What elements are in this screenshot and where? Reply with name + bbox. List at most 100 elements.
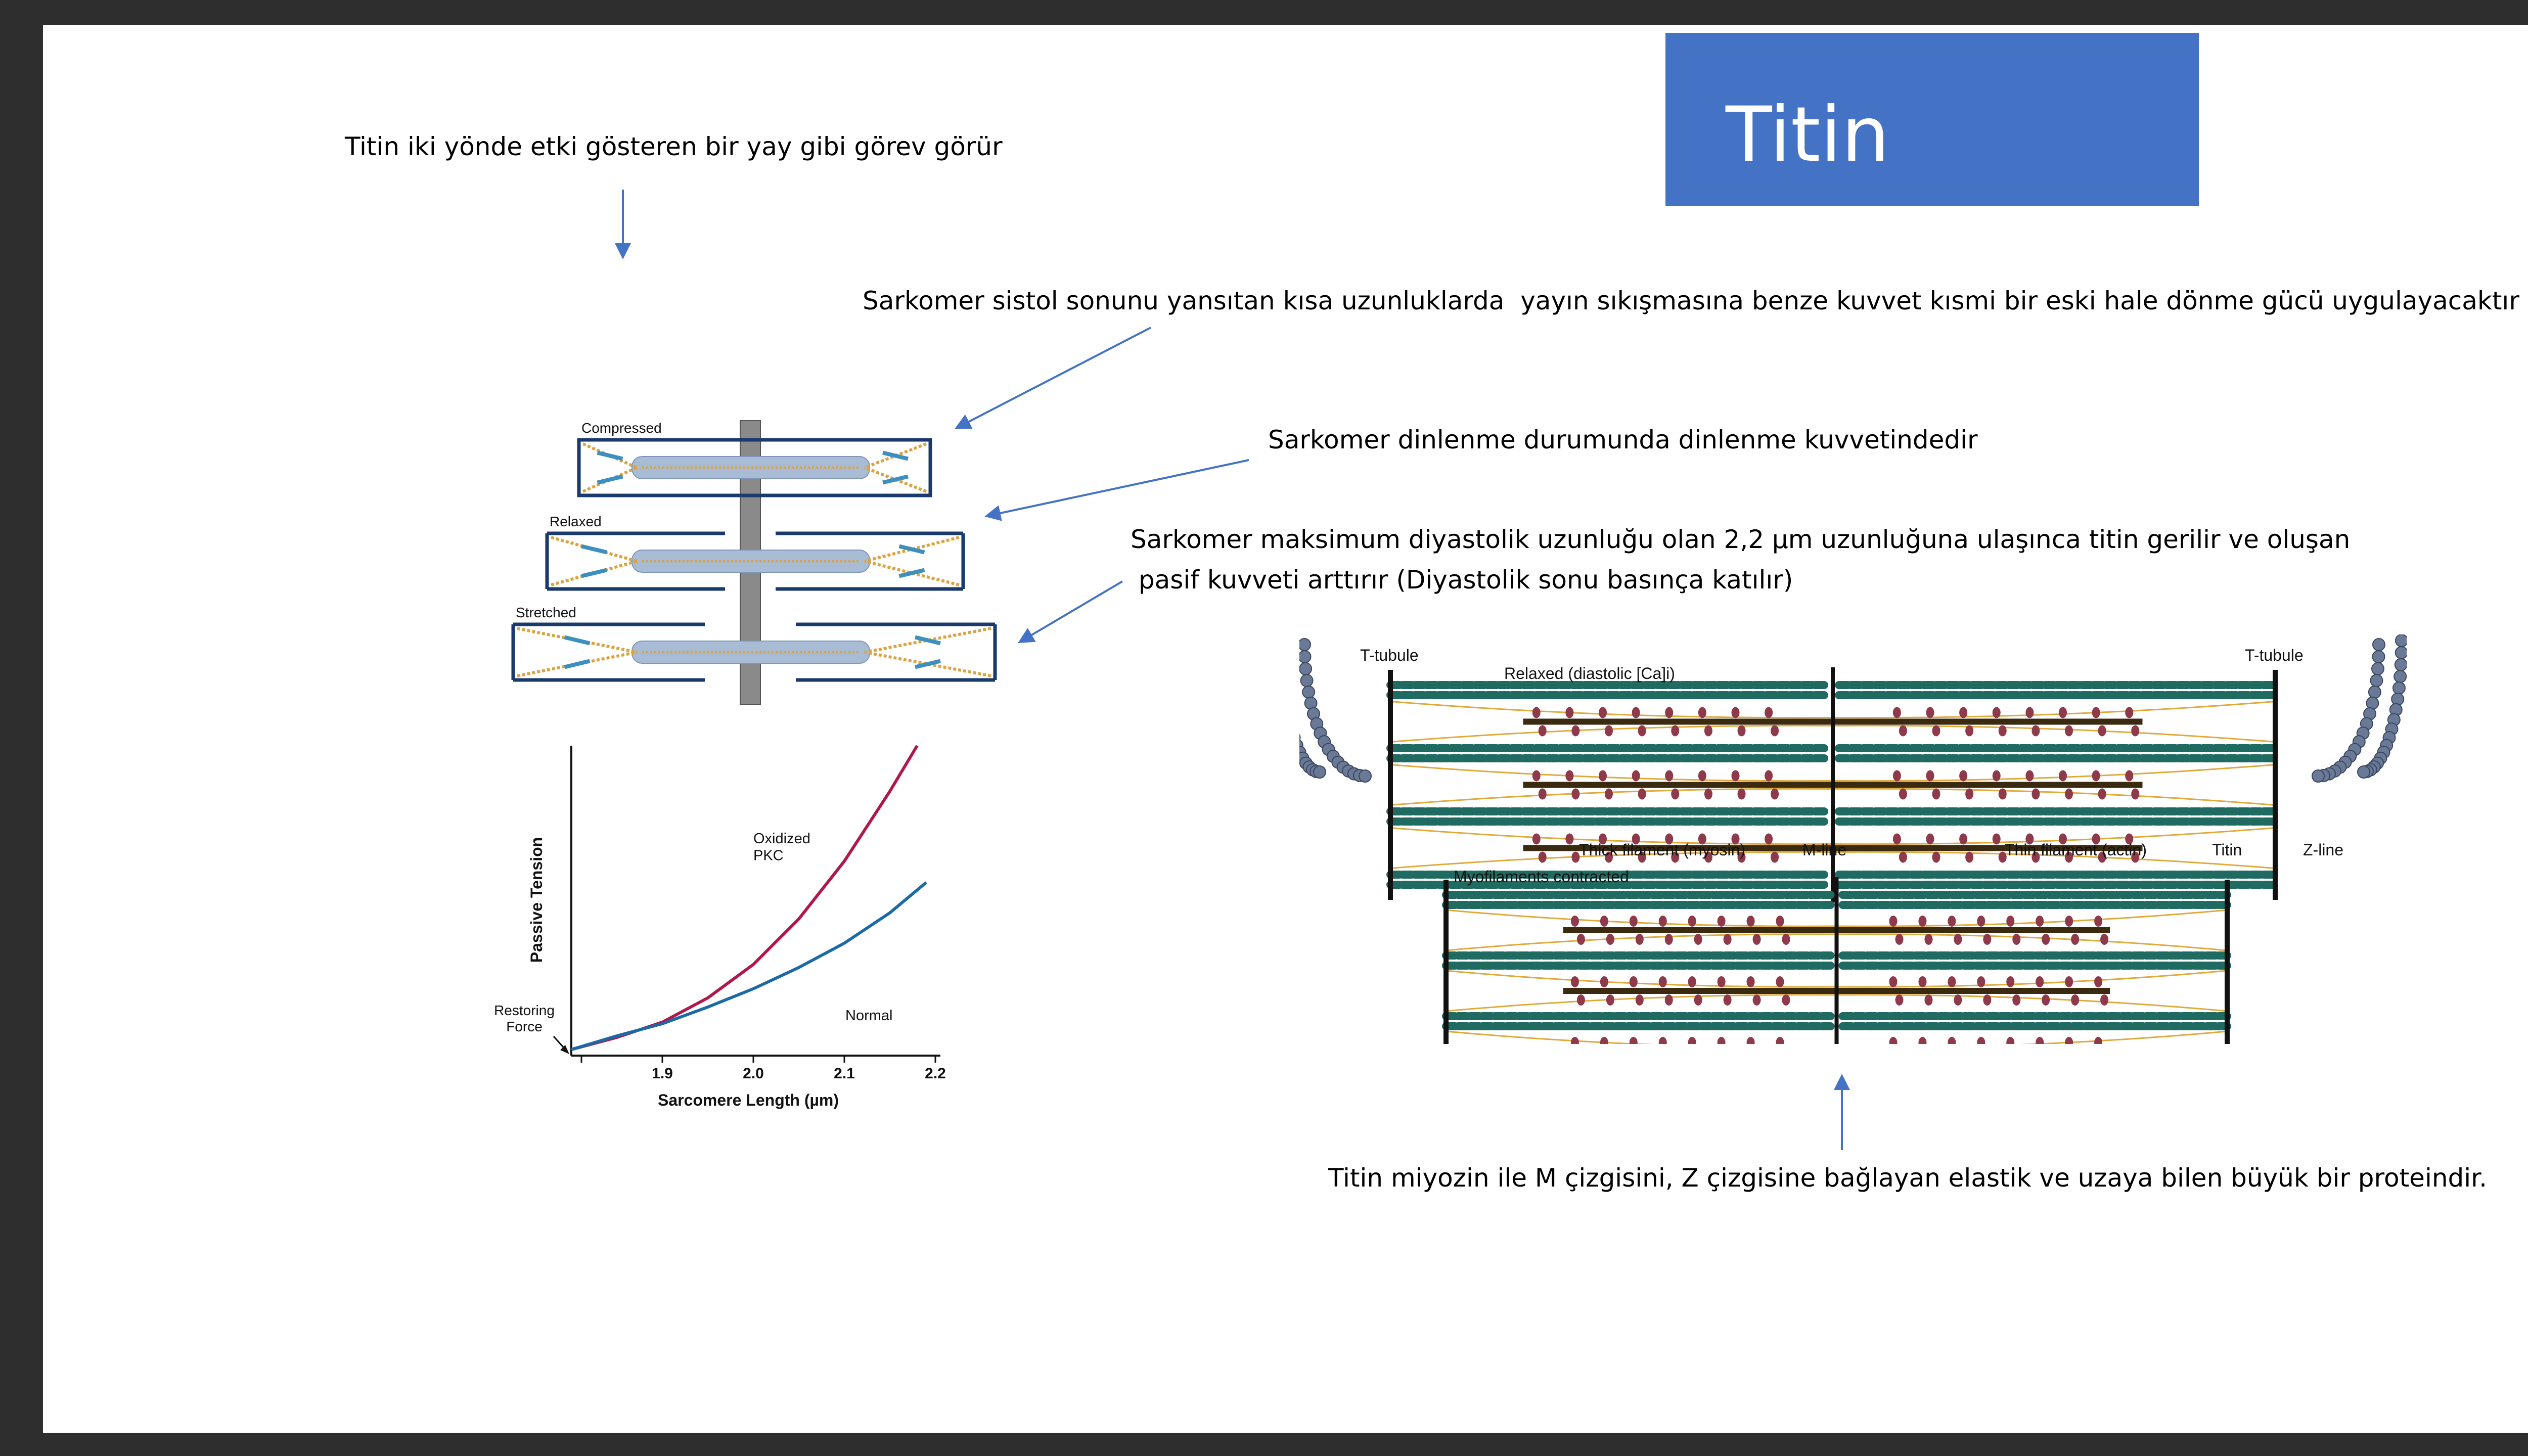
titin-pevk-segment [915, 635, 941, 646]
annotation-arrowhead [560, 1045, 569, 1054]
myosin-head [1932, 851, 1940, 863]
myosin-head [1629, 1037, 1638, 1044]
myosin-head [1635, 934, 1644, 945]
myosin-head [1977, 976, 1985, 987]
myosin-head [1605, 788, 1613, 800]
myosin-head [1746, 976, 1755, 987]
myosin-head [1632, 833, 1640, 845]
myosin-head [2012, 934, 2021, 945]
x-axis-title: Sarcomere Length (µm) [658, 1091, 839, 1109]
myosin-head [1606, 934, 1614, 945]
tubule-vesicle [2372, 650, 2385, 663]
myosin-head [2032, 788, 2040, 800]
myosin-head [2100, 934, 2109, 945]
tubule-vesicle [2391, 692, 2405, 706]
spring-note: Titin iki yönde etki gösteren bir yay gi… [345, 132, 1003, 161]
myosin-head [2100, 994, 2109, 1006]
myosin-head [1965, 851, 1974, 863]
titin-pevk-segment [581, 568, 607, 578]
myosin-head [1737, 725, 1746, 737]
myosin-head [1977, 1037, 1985, 1044]
myosin-head [1532, 707, 1541, 718]
titin-pevk-segment [882, 474, 909, 485]
myosin-head [2065, 976, 2073, 987]
myosin-head [1664, 934, 1673, 945]
myosin-head [1635, 994, 1644, 1006]
myosin-head [1918, 916, 1927, 927]
spring-label: Relaxed [550, 514, 602, 529]
myosin-head [1532, 833, 1541, 845]
t-tubule-right [2312, 634, 2407, 783]
tubule-vesicle [2392, 681, 2406, 695]
myosin-head [2036, 976, 2044, 987]
myosin-head [1998, 725, 2007, 737]
myosin-head [1771, 725, 1779, 737]
t-tubule-left [1299, 638, 1372, 783]
z-disc [511, 624, 997, 680]
spring-row-compressed: Compressed [577, 420, 932, 497]
myosin-head [1782, 934, 1790, 945]
myosin-head [2065, 788, 2073, 800]
tubule-vesicle [1302, 685, 1316, 699]
myosin-head [1576, 934, 1585, 945]
myosin-head [1606, 994, 1614, 1006]
myosin-head [1892, 833, 1901, 845]
myosin-head [1671, 788, 1680, 800]
myosin-head [1752, 934, 1761, 945]
myosin-head [2065, 851, 2073, 863]
myosin-head [1571, 851, 1580, 863]
myosin-head [1600, 976, 1608, 987]
myosin-head [2092, 707, 2100, 718]
myosin-head [1899, 788, 1907, 800]
label-titin: Titin [2212, 841, 2242, 859]
myosin-head [1965, 788, 1974, 800]
myosin-head [1918, 976, 1927, 987]
myosin-head [2125, 833, 2134, 845]
myosin-head [1605, 725, 1613, 737]
myosin-head [1717, 916, 1726, 927]
label-thick-filament: Thick filament (myosin) [1579, 841, 1745, 859]
myosin-head [1889, 976, 1898, 987]
myosin-head [2012, 994, 2021, 1006]
myosin-head [1664, 994, 1673, 1006]
myosin-head [1600, 916, 1608, 927]
myosin-head [1665, 770, 1674, 782]
tubule-vesicle [2395, 646, 2407, 659]
myosin-head [1765, 833, 1773, 845]
spring-row-relaxed: Relaxed [545, 514, 965, 591]
tubule-vesicle [2357, 765, 2370, 779]
myosin-head [1737, 851, 1746, 863]
myosin-head [1704, 788, 1712, 800]
myosin-head [1704, 725, 1712, 737]
myosin-head [1983, 934, 1992, 945]
myosin-head [1998, 851, 2007, 863]
myosin-head [1671, 725, 1680, 737]
myosin-head [1629, 976, 1638, 987]
y-axis-title: Passive Tension [527, 837, 546, 963]
myosin-head [1918, 1037, 1927, 1044]
slide-title: Titin [1726, 91, 1890, 179]
myosin-head [2059, 707, 2067, 718]
titin-pevk-segment [597, 450, 623, 461]
myosin-head [1605, 851, 1613, 863]
myosin-head [1658, 976, 1667, 987]
myosin-head [1658, 1037, 1667, 1044]
myosin-head [1948, 976, 1956, 987]
myosin-head [2131, 788, 2140, 800]
myosin-head [1926, 833, 1934, 845]
titin-spring [864, 651, 991, 677]
myosin-head [1571, 725, 1580, 737]
myosin-head [1599, 707, 1607, 718]
myosin-head [1765, 770, 1773, 782]
tubule-vesicle [1299, 662, 1313, 675]
thin-filaments [513, 622, 995, 682]
label-m-line: M-line [1802, 841, 1846, 859]
sarcomere-box [577, 438, 932, 497]
myosin-head [1538, 725, 1547, 737]
titin-pevk-segment [597, 474, 623, 485]
myosin-head [2006, 1037, 2015, 1044]
tubule-vesicle [2371, 662, 2384, 675]
